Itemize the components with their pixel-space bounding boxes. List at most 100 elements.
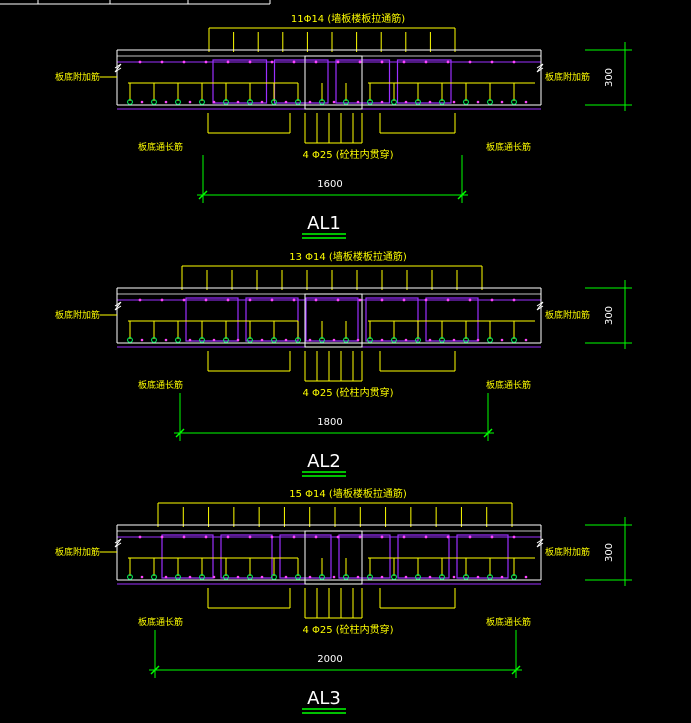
bottom-rebar-dot-small — [404, 338, 408, 342]
section-al1: 11Φ14 (墙板楼板拉通筋)板底附加筋板底附加筋板底通长筋板底通长筋4 Φ25… — [55, 12, 632, 239]
bottom-rebar-dot — [223, 99, 229, 105]
bottom-rebar-dot — [415, 99, 421, 105]
bottom-rebar-dot-small — [284, 575, 288, 579]
top-rebar-dot — [226, 60, 230, 64]
break-mark — [114, 538, 122, 548]
bottom-rebar-dot-small — [404, 100, 408, 104]
bottom-rebar-dot-small — [140, 575, 144, 579]
bottom-rebar-dot — [223, 337, 229, 343]
left-side-label: 板底附加筋 — [55, 546, 100, 558]
height-dim-value: 300 — [604, 68, 615, 87]
right-side-label: 板底附加筋 — [545, 309, 590, 321]
bottom-rebar-dot-small — [356, 338, 360, 342]
bottom-rebar-dot-small — [476, 338, 480, 342]
top-rebar-dot — [336, 535, 340, 539]
bottom-rebar-dot — [487, 574, 493, 580]
bottom-rebar-dot-small — [476, 575, 480, 579]
width-dim-value: 1800 — [317, 417, 342, 428]
height-dim-value: 300 — [604, 543, 615, 562]
top-rebar-dot — [358, 298, 362, 302]
bottom-rebar-dot — [319, 99, 325, 105]
top-rebar-dot — [424, 298, 428, 302]
top-rebar-dot — [468, 60, 472, 64]
bottom-rebar-dot — [295, 99, 301, 105]
top-rebar-dot — [226, 298, 230, 302]
top-rebar-dot — [402, 535, 406, 539]
top-rebar-dot — [160, 60, 164, 64]
bottom-rebar-dot-small — [356, 100, 360, 104]
right-bottom-label: 板底通长筋 — [486, 616, 531, 628]
top-rebar-dot — [512, 298, 516, 302]
top-rebar-dot — [204, 535, 208, 539]
bottom-rebar-dot — [175, 99, 181, 105]
top-rebar-label: 11Φ14 (墙板楼板拉通筋) — [291, 12, 405, 25]
section-title: AL3 — [307, 688, 341, 709]
bottom-rebar-dot-small — [164, 100, 168, 104]
bottom-rebar-dot-small — [332, 575, 336, 579]
bottom-rebar-dot — [151, 99, 157, 105]
top-rebar-label: 13 Φ14 (墙板楼板拉通筋) — [289, 250, 407, 263]
section-title: AL2 — [307, 451, 341, 472]
top-rebar-dot — [380, 535, 384, 539]
bottom-rebar-dot — [367, 99, 373, 105]
top-rebar-dot — [424, 60, 428, 64]
top-rebar-dot — [270, 298, 274, 302]
top-rebar-dot — [204, 60, 208, 64]
bottom-rebar-dot — [511, 99, 517, 105]
left-bottom-label: 板底通长筋 — [138, 616, 183, 628]
width-dim-value: 1600 — [317, 179, 342, 190]
bottom-rebar-dot-small — [500, 575, 504, 579]
bottom-rebar-dot — [463, 574, 469, 580]
top-rebar-dot — [402, 60, 406, 64]
bottom-rebar-dot — [439, 99, 445, 105]
break-mark — [536, 538, 544, 548]
top-rebar-dot — [490, 60, 494, 64]
bottom-rebar-dot — [271, 99, 277, 105]
bottom-rebar-dot — [391, 337, 397, 343]
bottom-rebar-dot-small — [188, 338, 192, 342]
break-mark — [114, 301, 122, 311]
right-bottom-label: 板底通长筋 — [486, 379, 531, 391]
bottom-rebar-dot-small — [284, 100, 288, 104]
top-rebar-dot — [226, 535, 230, 539]
top-rebar-dot — [446, 60, 450, 64]
bottom-rebar-dot — [511, 574, 517, 580]
bottom-rebar-dot-small — [188, 100, 192, 104]
top-rebar-dot — [314, 60, 318, 64]
bottom-rebar-dot-small — [308, 338, 312, 342]
stirrup — [273, 59, 329, 104]
bottom-rebar-dot-small — [428, 338, 432, 342]
bottom-rebar-dot — [247, 99, 253, 105]
bottom-rebar-dot — [151, 337, 157, 343]
top-rebar-dot — [160, 535, 164, 539]
top-rebar-dot — [292, 535, 296, 539]
bottom-rebar-dot-small — [140, 100, 144, 104]
top-rebar-dot — [336, 60, 340, 64]
top-rebar-dot — [446, 535, 450, 539]
bottom-rebar-dot — [127, 99, 133, 105]
bottom-rebar-dot-small — [428, 100, 432, 104]
top-rebar-label: 15 Φ14 (墙板楼板拉通筋) — [289, 487, 407, 500]
column-core — [304, 55, 363, 110]
top-rebar-dot — [292, 298, 296, 302]
bottom-rebar-dot — [343, 99, 349, 105]
top-rebar-dot — [138, 60, 142, 64]
bottom-rebar-dot-small — [476, 100, 480, 104]
top-rebar-dot — [358, 535, 362, 539]
top-rebar-dot — [402, 298, 406, 302]
stirrup — [335, 59, 391, 104]
bottom-rebar-dot-small — [140, 338, 144, 342]
bottom-rebar-dot — [319, 337, 325, 343]
top-rebar-dot — [314, 298, 318, 302]
top-rebar-dot — [512, 60, 516, 64]
stirrup — [425, 297, 479, 342]
bottom-rebar-dot-small — [260, 338, 264, 342]
stirrup — [161, 534, 214, 579]
bottom-rebar-dot — [463, 337, 469, 343]
top-rebar-dot — [336, 298, 340, 302]
top-rebar-dot — [468, 298, 472, 302]
top-rebar-dot — [138, 535, 142, 539]
bottom-rebar-dot-small — [356, 575, 360, 579]
